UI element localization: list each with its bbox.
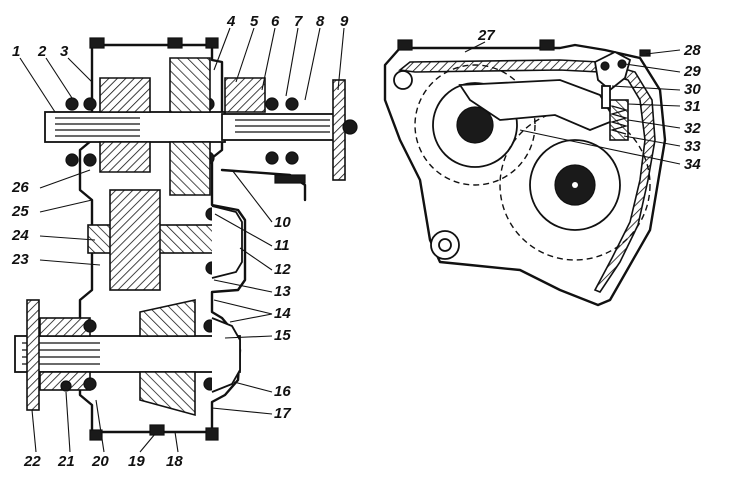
callout-34: 34 — [684, 156, 701, 173]
callout-9: 9 — [340, 13, 349, 30]
callout-6: 6 — [271, 13, 280, 30]
bearing-out-top — [265, 97, 279, 111]
intermediate-gear — [109, 189, 161, 291]
bearing-low3-bottom — [60, 380, 72, 392]
top-bolt-left — [89, 37, 105, 49]
bearing-input2-bottom — [83, 153, 97, 167]
drive-gear-upper — [99, 77, 151, 173]
lower-left-flange — [26, 299, 40, 411]
callout-18: 18 — [166, 453, 183, 470]
callout-11: 11 — [274, 237, 290, 254]
top-bolt-right — [205, 37, 219, 49]
sectional-view — [14, 37, 358, 441]
bottom-bolt-left — [89, 429, 103, 441]
callout-25: 25 — [11, 203, 29, 220]
shift-lever — [594, 50, 632, 92]
callout-26: 26 — [11, 179, 29, 196]
callout-30: 30 — [684, 81, 701, 98]
lower-driven-gear — [139, 299, 196, 417]
callout-labels: 1 2 3 4 5 6 7 8 9 10 11 12 13 14 15 16 1… — [11, 13, 701, 470]
callout-29: 29 — [683, 63, 701, 80]
upper-gear-shaft — [456, 106, 494, 144]
top-screw — [639, 49, 651, 57]
callout-10: 10 — [274, 214, 291, 231]
drain-plug — [149, 424, 165, 436]
gear-train-view — [383, 39, 667, 307]
callout-28: 28 — [683, 42, 701, 59]
callout-19: 19 — [128, 453, 145, 470]
clutch-sleeve — [169, 57, 211, 196]
side-top-bolt-left — [397, 39, 413, 51]
lower-left-hub — [39, 317, 91, 337]
callout-14: 14 — [274, 305, 291, 322]
callout-2: 2 — [37, 43, 47, 60]
lever-pin-1 — [600, 61, 610, 71]
callout-4: 4 — [226, 13, 236, 30]
lever-rod — [601, 85, 611, 109]
callout-32: 32 — [684, 120, 701, 137]
output-shaft-upper — [221, 113, 343, 141]
output-shaft-lower — [14, 335, 241, 373]
mounting-lug-hole — [438, 238, 452, 252]
callout-7: 7 — [294, 13, 303, 30]
callout-20: 20 — [91, 453, 109, 470]
lower-right-cap — [211, 317, 241, 393]
callout-12: 12 — [274, 261, 291, 278]
output-shaft-splines — [235, 119, 330, 133]
callout-21: 21 — [57, 453, 75, 470]
callout-27: 27 — [477, 27, 495, 44]
callout-22: 22 — [23, 453, 41, 470]
callout-5: 5 — [250, 13, 259, 30]
intermediate-cap — [211, 205, 243, 279]
upper-lug — [393, 70, 413, 90]
leader-lines — [19, 27, 681, 453]
lever-pin-2 — [617, 59, 627, 69]
bearing-low-bottom — [83, 377, 97, 391]
callout-15: 15 — [274, 327, 291, 344]
upper-gear-outline — [414, 64, 536, 186]
callout-13: 13 — [274, 283, 291, 300]
top-bolt-mid — [167, 37, 183, 49]
callout-16: 16 — [274, 383, 291, 400]
detent-spring — [609, 105, 629, 135]
callout-17: 17 — [274, 405, 291, 422]
callout-33: 33 — [684, 138, 701, 155]
callout-1: 1 — [12, 43, 20, 60]
callout-8: 8 — [316, 13, 325, 30]
bearing-out2-top — [285, 97, 299, 111]
bearing-low-top — [83, 319, 97, 333]
callout-3: 3 — [60, 43, 69, 60]
bottom-bolt-right — [205, 427, 219, 441]
callout-24: 24 — [11, 227, 29, 244]
input-shaft-upper — [44, 111, 226, 143]
bearing-input2-top — [83, 97, 97, 111]
callout-31: 31 — [684, 98, 701, 115]
shift-fork — [458, 79, 617, 131]
shift-fork-upper — [224, 77, 266, 113]
bracket-bolt — [274, 174, 306, 184]
side-housing — [383, 43, 667, 307]
bearing-out2-bottom — [285, 151, 299, 165]
upper-right-nut — [342, 119, 358, 135]
callout-23: 23 — [11, 251, 29, 268]
lower-gear-center — [572, 182, 578, 188]
bearing-input-top — [65, 97, 79, 111]
side-top-bolt-right — [539, 39, 555, 51]
bearing-input-bottom — [65, 153, 79, 167]
bearing-out-bottom — [265, 151, 279, 165]
input-shaft-splines — [55, 117, 140, 137]
